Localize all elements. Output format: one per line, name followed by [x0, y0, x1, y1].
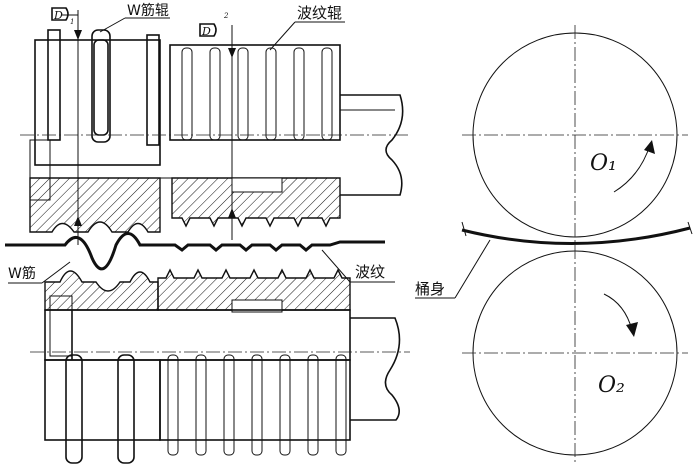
corrugation-roller-label: 波纹辊	[297, 4, 342, 22]
upper-corrugation-ribs	[181, 47, 333, 141]
w-rib-roller-label: W筋辊	[127, 2, 169, 19]
sheet-profile	[5, 232, 385, 271]
upper-w-roller-hatch	[29, 177, 161, 233]
d2-label: D	[201, 25, 211, 38]
upper-rotation-arrow	[613, 144, 651, 193]
o1-label: O₁	[590, 151, 617, 176]
roller-pair-side-view: O₁ O₂ 桶身	[415, 25, 693, 465]
lower-roller-body	[44, 309, 351, 361]
dimension-d1: D 1	[51, 7, 82, 245]
d1-subscript: 1	[70, 18, 74, 26]
lower-w-roller-hatch	[44, 270, 159, 311]
upper-corrugation-hatch	[171, 177, 341, 228]
upper-w-roller-body	[34, 39, 161, 166]
dimension-d2: D 2	[199, 12, 236, 240]
o2-label: O₂	[598, 373, 625, 398]
callout-w-rib: W筋	[8, 261, 71, 284]
callout-corrugation-roller: 波纹辊	[269, 4, 345, 51]
barrel-body-label: 桶身	[415, 280, 445, 298]
d1-label: D	[53, 9, 63, 22]
callout-corrugation: 波纹	[321, 249, 395, 283]
w-rib-label: W筋	[8, 265, 36, 282]
lower-roller-assembly	[30, 268, 410, 464]
callout-w-rib-roller: W筋辊	[99, 2, 170, 33]
corrugation-label: 波纹	[355, 263, 385, 281]
lower-corrugation-hatch	[157, 268, 351, 311]
d2-subscript: 2	[223, 12, 229, 20]
lower-corrugation-ribs	[159, 354, 351, 456]
upper-corrugation-roller-body	[169, 44, 341, 141]
upper-roller-assembly	[20, 29, 410, 233]
barrel-body-strip	[461, 226, 691, 245]
